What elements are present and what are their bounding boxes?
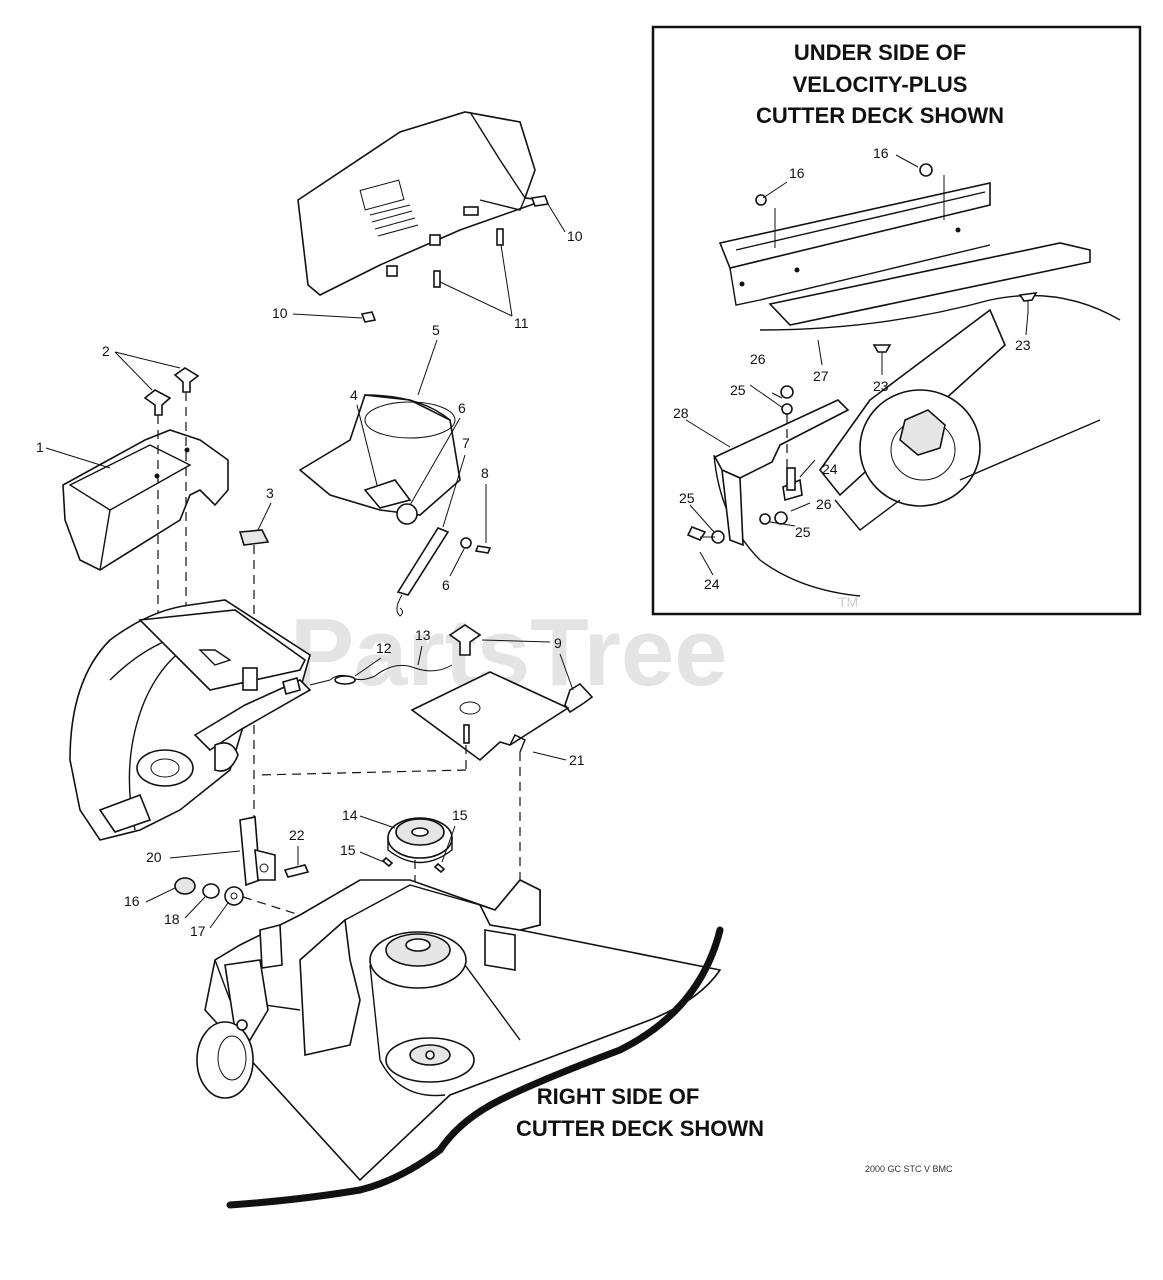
baffle-strip <box>768 242 1091 326</box>
callout-23-inset-right: 23 <box>1015 337 1031 353</box>
callout-2: 2 <box>102 343 110 359</box>
warning-label <box>359 179 419 237</box>
idler-arm-bracket <box>239 816 276 887</box>
main-caption-line-1: RIGHT SIDE OF <box>537 1084 700 1109</box>
callout-16: 16 <box>124 893 140 909</box>
callout-25-inset-left: 25 <box>679 490 695 506</box>
callout-8: 8 <box>481 465 489 481</box>
callout-26-inset-top: 26 <box>750 351 766 367</box>
callout-11: 11 <box>514 315 529 331</box>
callout-26-inset-bottom: 26 <box>816 496 832 512</box>
callout-9: 9 <box>554 635 562 651</box>
chute-extension <box>298 394 461 525</box>
callout-21: 21 <box>569 752 585 768</box>
callout-24-inset-right: 24 <box>822 461 838 477</box>
inset-title-line-3: CUTTER DECK SHOWN <box>756 103 1004 128</box>
callout-16-inset-right: 16 <box>873 145 889 161</box>
mounting-bracket <box>713 399 850 547</box>
hardware-bolts <box>686 163 1038 544</box>
callout-10-right: 10 <box>567 228 583 244</box>
inset-title-line-2: VELOCITY-PLUS <box>793 72 968 97</box>
callout-24-inset-left: 24 <box>704 576 720 592</box>
inset-title-line-1: UNDER SIDE OF <box>794 40 966 65</box>
callout-6-bottom: 6 <box>442 577 450 593</box>
callout-10-left: 10 <box>272 305 288 321</box>
hardware-nuts <box>174 877 244 906</box>
watermark-trademark: TM <box>838 594 858 610</box>
chute-mount-plate <box>410 671 570 762</box>
callout-14: 14 <box>342 807 358 823</box>
callout-25-inset-top: 25 <box>730 382 746 398</box>
cotter-pin <box>283 864 310 878</box>
deflector-rod <box>396 527 450 617</box>
callout-25-inset-bottom: 25 <box>795 524 811 540</box>
callout-20: 20 <box>146 849 162 865</box>
idler-pulley <box>387 817 453 864</box>
callout-12: 12 <box>376 640 392 656</box>
inset-leaders <box>685 154 1029 576</box>
diagram-code: 2000 GC STC V BMC <box>865 1164 953 1174</box>
callout-27-inset: 27 <box>813 368 829 384</box>
spring-and-cable <box>309 664 453 686</box>
callout-1: 1 <box>36 439 44 455</box>
cutaway-edge <box>226 926 724 1209</box>
callout-3: 3 <box>266 485 274 501</box>
callout-4: 4 <box>350 387 358 403</box>
callout-5: 5 <box>432 322 440 338</box>
callout-16-inset-left: 16 <box>789 165 805 181</box>
callout-18: 18 <box>164 911 180 927</box>
discharge-deflector <box>297 111 550 323</box>
callout-28-inset: 28 <box>673 405 689 421</box>
callout-17: 17 <box>190 923 206 939</box>
callout-6-top: 6 <box>458 400 466 416</box>
adjustment-knob <box>448 624 594 714</box>
belt-cover <box>62 429 229 571</box>
mounting-knobs <box>143 367 200 416</box>
callout-13: 13 <box>415 627 431 643</box>
cutter-deck <box>196 879 722 1182</box>
inset-panel: UNDER SIDE OF VELOCITY-PLUS CUTTER DECK … <box>651 25 1142 616</box>
callout-7: 7 <box>462 435 470 451</box>
deck-shell-curve <box>713 454 861 597</box>
callout-15-right: 15 <box>452 807 468 823</box>
callout-22: 22 <box>289 827 305 843</box>
deck-edge-bar <box>718 182 991 306</box>
deck-housing <box>69 599 312 841</box>
tab-bracket <box>238 529 270 546</box>
callout-15-left: 15 <box>340 842 356 858</box>
cutter-blade <box>818 308 1101 531</box>
main-caption-line-2: CUTTER DECK SHOWN <box>516 1116 764 1141</box>
callout-23-inset-left: 23 <box>873 378 889 394</box>
